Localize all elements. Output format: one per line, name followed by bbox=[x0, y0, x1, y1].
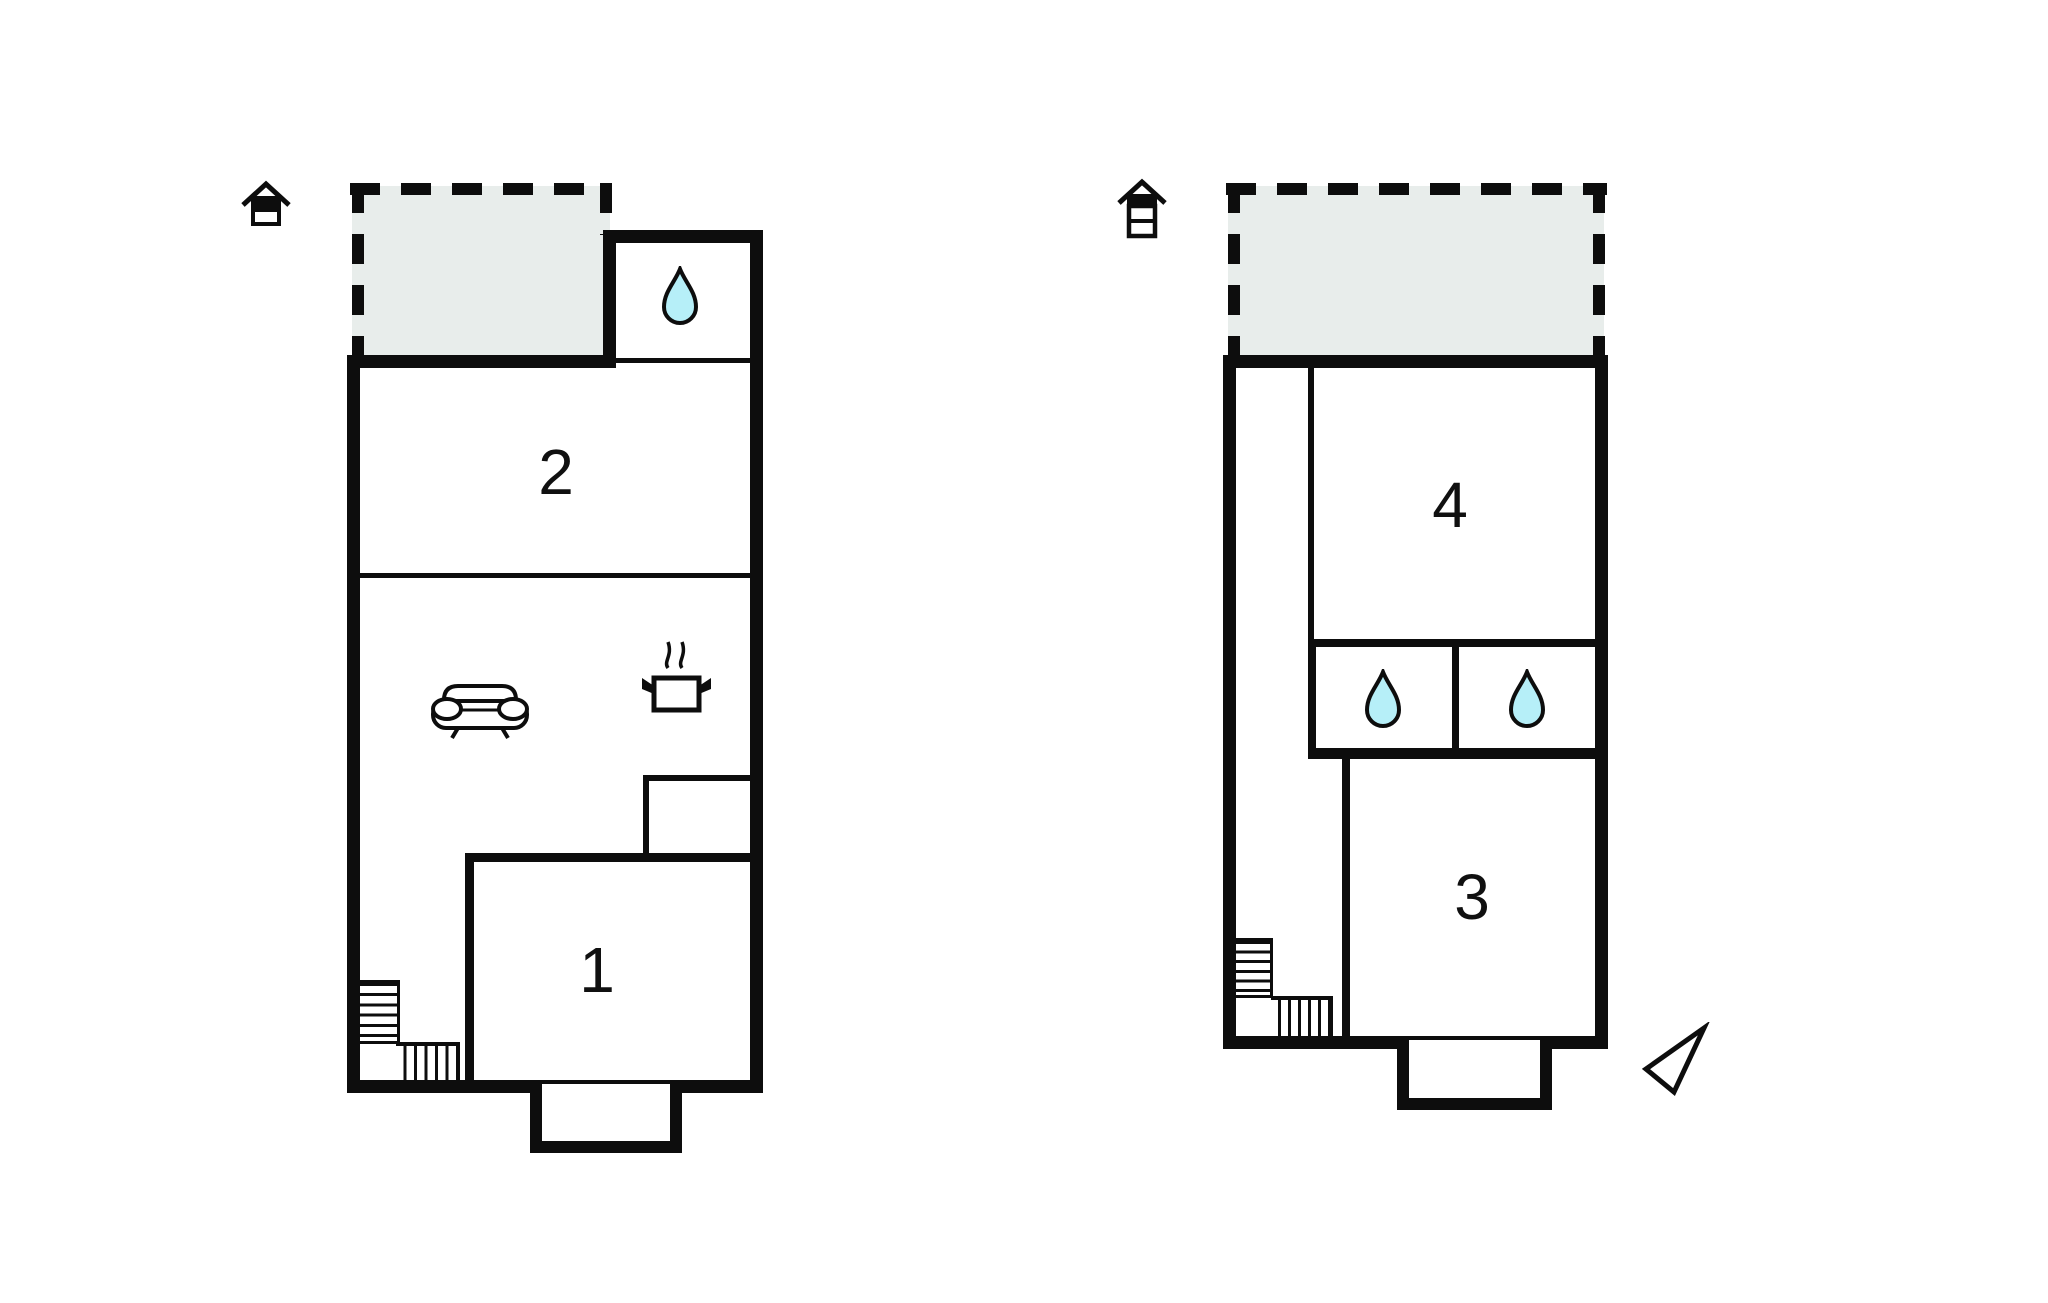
terrace-dashed-edge-top bbox=[350, 183, 612, 195]
wall-bottom-left-segment bbox=[347, 1080, 530, 1093]
stairs-lower-flight bbox=[1271, 996, 1333, 1036]
porch-threshold bbox=[1409, 1036, 1540, 1040]
house-icon bbox=[241, 180, 291, 226]
terrace-dashed-edge-top bbox=[1226, 183, 1607, 195]
room1-wall-top bbox=[465, 853, 750, 862]
porch-wall-bottom bbox=[1397, 1098, 1552, 1110]
bathrooms-divider bbox=[1452, 647, 1459, 749]
stairs-lower-flight bbox=[396, 1042, 460, 1084]
wall-left bbox=[347, 355, 360, 1093]
stove-pot-icon bbox=[642, 641, 711, 713]
terrace-area bbox=[1228, 186, 1604, 360]
room2-divider bbox=[360, 573, 750, 578]
porch-wall-right bbox=[1540, 1036, 1552, 1110]
bathroom-wall-top bbox=[603, 230, 763, 243]
bathrooms-wall-left bbox=[1308, 639, 1316, 759]
corridor-partition bbox=[1308, 368, 1314, 640]
terrace-area bbox=[352, 186, 610, 363]
wall-bottom-left-segment bbox=[1223, 1036, 1397, 1049]
room3-wall-left bbox=[1342, 759, 1350, 1036]
room1-wall-left bbox=[465, 853, 474, 1080]
bathroom-partition-bottom bbox=[616, 358, 750, 363]
room3-label: 3 bbox=[1454, 861, 1490, 933]
bathrooms-wall-bottom bbox=[1308, 748, 1595, 759]
terrace-dashed-edge-right bbox=[600, 183, 612, 235]
sofa-icon bbox=[431, 684, 529, 740]
house-icon bbox=[1117, 178, 1167, 239]
room4-label: 4 bbox=[1432, 469, 1468, 541]
water-drop-icon bbox=[1508, 669, 1546, 728]
north-arrow-icon bbox=[1642, 1022, 1710, 1096]
porch-wall-left bbox=[1397, 1036, 1409, 1110]
wall-top bbox=[347, 355, 616, 368]
closet-wall-left bbox=[643, 775, 649, 858]
water-drop-icon bbox=[1364, 669, 1402, 728]
wall-bottom-right-segment bbox=[1552, 1036, 1608, 1049]
wall-right bbox=[1595, 355, 1608, 1049]
terrace-dashed-edge-left bbox=[352, 183, 364, 363]
terrace-dashed-edge-right bbox=[1593, 183, 1605, 360]
wall-left bbox=[1223, 355, 1236, 1049]
bathrooms-wall-top bbox=[1308, 639, 1595, 647]
wall-bottom-right-segment bbox=[672, 1080, 763, 1093]
porch-wall-bottom bbox=[530, 1141, 682, 1153]
porch-wall-left bbox=[530, 1080, 542, 1153]
stairs-upper-flight bbox=[360, 980, 400, 1044]
closet-wall-top bbox=[643, 775, 750, 781]
wall-right bbox=[750, 230, 763, 1093]
water-drop-icon bbox=[661, 266, 699, 325]
room1-label: 1 bbox=[579, 934, 615, 1006]
terrace-dashed-edge-left bbox=[1228, 183, 1240, 360]
porch-wall-right bbox=[670, 1080, 682, 1153]
stairs-upper-flight bbox=[1236, 938, 1273, 998]
wall-top bbox=[1223, 355, 1608, 368]
bathroom-wall-left bbox=[603, 230, 616, 365]
room2-label: 2 bbox=[538, 436, 574, 508]
porch-threshold bbox=[540, 1080, 672, 1084]
